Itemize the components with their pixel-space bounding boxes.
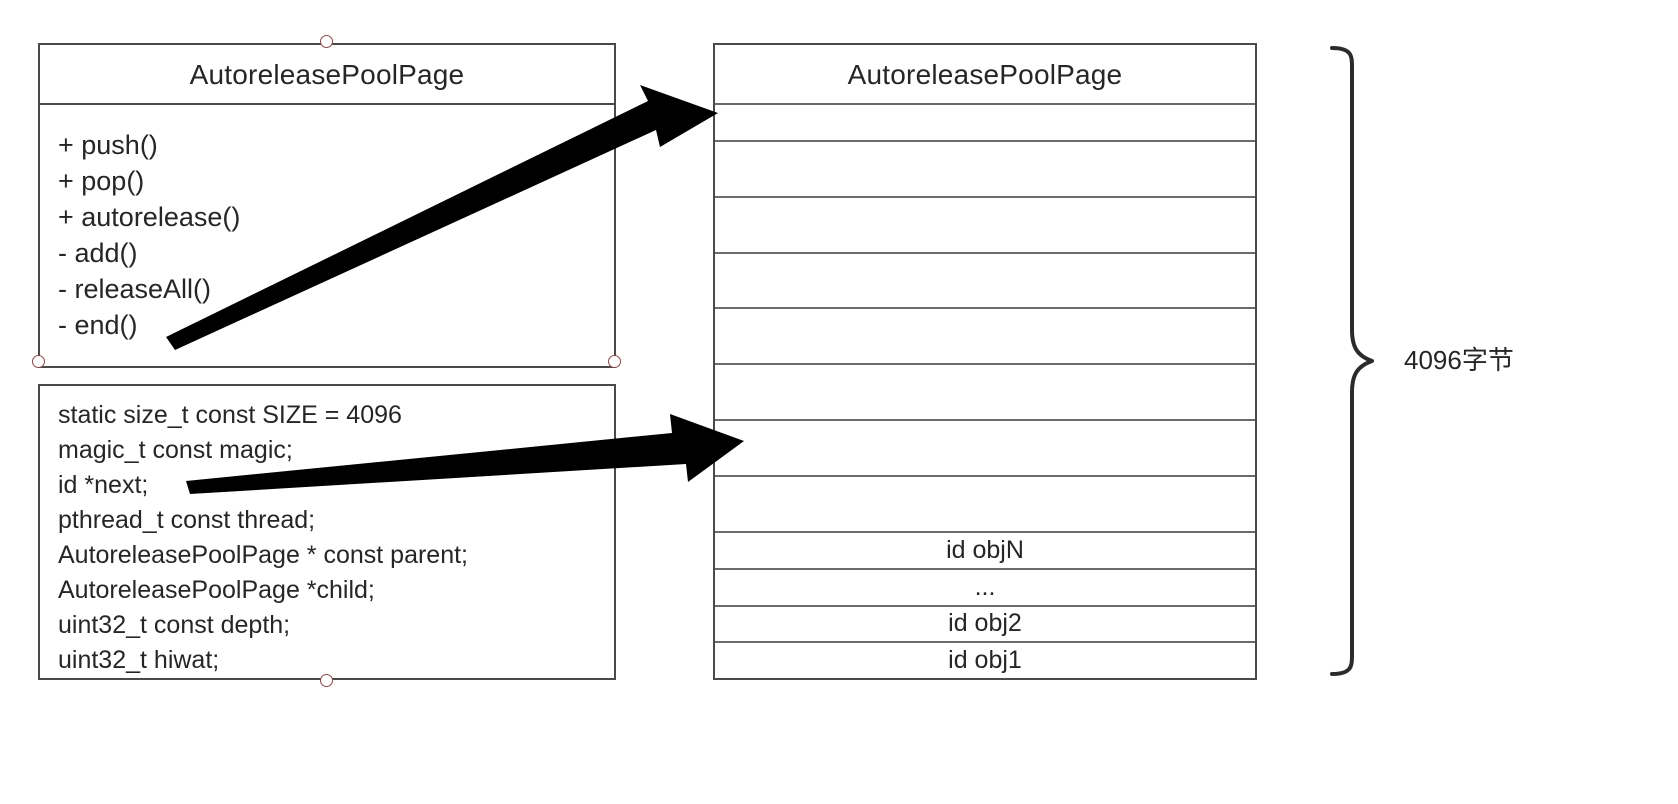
left-class-methods-box[interactable]: AutoreleasePoolPage + push() + pop() + a… — [38, 43, 616, 368]
method-row: + push() — [58, 130, 158, 160]
memory-slot-empty — [715, 105, 1255, 142]
method-row: - add() — [58, 238, 138, 268]
memory-slot-empty — [715, 365, 1255, 422]
left-class-title: AutoreleasePoolPage — [40, 45, 614, 105]
field-row: AutoreleasePoolPage *child; — [58, 576, 375, 604]
field-row: static size_t const SIZE = 4096 — [58, 401, 402, 429]
memory-slot-filled: ... — [715, 570, 1255, 607]
field-row: magic_t const magic; — [58, 436, 293, 464]
right-page-title: AutoreleasePoolPage — [715, 45, 1255, 105]
memory-slot-empty — [715, 309, 1255, 366]
method-row: + autorelease() — [58, 202, 241, 232]
selection-handle-bottom[interactable] — [320, 674, 333, 687]
memory-slot-filled: id obj1 — [948, 646, 1022, 675]
selection-handle-left[interactable] — [32, 355, 45, 368]
memory-slot-empty — [715, 198, 1255, 254]
memory-slot-empty — [715, 254, 1255, 310]
field-row: uint32_t const depth; — [58, 611, 291, 639]
memory-slot-empty — [715, 477, 1255, 533]
field-row: uint32_t hiwat; — [58, 646, 220, 674]
method-row: - end() — [58, 310, 138, 340]
page-size-label: 4096字节 — [1404, 345, 1514, 375]
method-row: + pop() — [58, 166, 145, 196]
memory-slot-filled: id obj2 — [715, 607, 1255, 644]
memory-slot-empty — [715, 142, 1255, 198]
memory-slot-filled: id objN — [715, 533, 1255, 570]
page-size-brace — [1330, 46, 1374, 676]
selection-handle-right[interactable] — [608, 355, 621, 368]
field-row: id *next; — [58, 471, 149, 499]
field-list: static size_t const SIZE = 4096 magic_t … — [40, 386, 614, 678]
left-class-fields-box[interactable]: static size_t const SIZE = 4096 magic_t … — [38, 384, 616, 680]
method-list: + push() + pop() + autorelease() - add()… — [40, 105, 614, 343]
memory-slot-empty — [715, 421, 1255, 478]
field-row: pthread_t const thread; — [58, 506, 316, 534]
method-row: - releaseAll() — [58, 274, 212, 304]
field-row: AutoreleasePoolPage * const parent; — [58, 541, 468, 569]
selection-handle-top[interactable] — [320, 35, 333, 48]
